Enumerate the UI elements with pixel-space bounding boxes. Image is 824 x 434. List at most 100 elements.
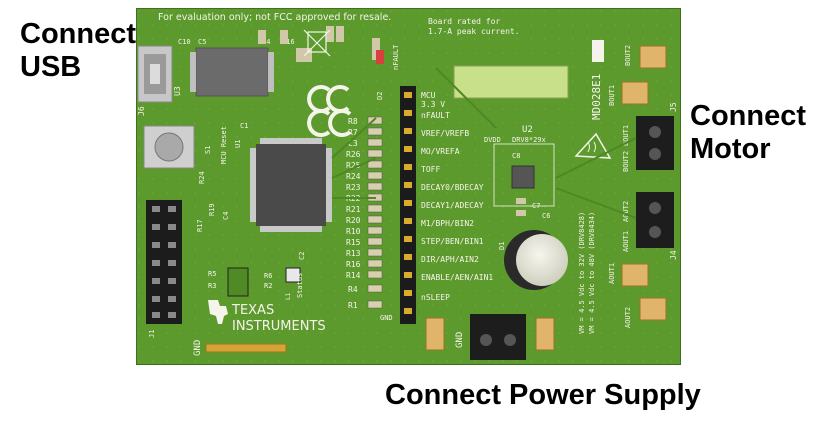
svg-text:AOUT1: AOUT1 [608, 263, 616, 284]
electrolytic-capacitor [504, 230, 568, 290]
hot-surface-warning-icon [574, 132, 612, 159]
mcu-reset-button [143, 125, 195, 169]
svg-text:M1/BPH/BIN2: M1/BPH/BIN2 [421, 219, 474, 228]
svg-text:R14: R14 [346, 271, 361, 280]
label-r17: R17 [196, 219, 204, 232]
usb-interface-chip [195, 47, 269, 97]
label-drv: DRV8*29x [512, 136, 546, 144]
svg-text:R15: R15 [346, 238, 361, 247]
label-u1: U1 [234, 140, 242, 148]
svg-text:BOUT2: BOUT2 [622, 151, 630, 172]
label-plate [453, 65, 569, 99]
label-r6: R6 [264, 272, 272, 280]
svg-text:ENABLE/AEN/AIN1: ENABLE/AEN/AIN1 [421, 273, 493, 282]
connect-power-supply-callout: Connect Power Supply [385, 379, 701, 411]
label-l1: C10 [178, 38, 191, 46]
svg-text:R23: R23 [346, 183, 361, 192]
svg-text:R7: R7 [348, 128, 358, 137]
label-j1: J1 [148, 330, 156, 338]
label-status: Status [296, 273, 304, 298]
label-j4: J4 [669, 250, 678, 260]
svg-text:R20: R20 [346, 216, 361, 225]
board-rating-line-1: Board rated for [428, 17, 500, 26]
svg-text:R13: R13 [346, 249, 361, 258]
microcontroller-chip [250, 138, 332, 232]
svg-text:R21: R21 [346, 205, 361, 214]
svg-text:VREF/VREFB: VREF/VREFB [421, 129, 469, 138]
label-dvdd: DVDD [484, 136, 501, 144]
label-c5: C4 [262, 38, 270, 46]
svg-text:R26: R26 [346, 150, 361, 159]
svg-text:R16: R16 [346, 260, 361, 269]
svg-text:3.3 V: 3.3 V [421, 100, 445, 109]
board-rating-line-2: 1.7-A peak current. [428, 27, 520, 36]
motor-terminal-block-top [636, 116, 674, 170]
label-r24-left: R24 [198, 171, 206, 184]
label-r19: R19 [208, 203, 216, 216]
header-signal-labels: MCU 3.3 V nFAULT VREF/VREFB MO/VREFA TOF… [421, 91, 493, 302]
texas-instruments-logo: TEXAS INSTRUMENTS [208, 300, 326, 334]
j1-pin-header [146, 200, 182, 324]
fault-led [376, 50, 384, 64]
logo-line-1: TEXAS [231, 303, 274, 318]
svg-text:R1: R1 [348, 301, 358, 310]
label-c4: C4 [222, 212, 230, 220]
svg-text:DECAY0/BDECAY: DECAY0/BDECAY [421, 183, 484, 192]
power-terminal-block [470, 314, 526, 360]
evaluation-board-photo: For evaluation only; not FCC approved fo… [136, 8, 681, 365]
svg-text:R4: R4 [348, 285, 358, 294]
ce-mark-lower-icon [307, 109, 352, 137]
label-c8: C8 [512, 152, 520, 160]
svg-text:R24: R24 [346, 172, 361, 181]
label-gnd-left: GND [193, 340, 203, 356]
svg-text:nSLEEP: nSLEEP [421, 293, 450, 302]
label-s1: S1 [204, 146, 212, 154]
status-led [285, 267, 301, 283]
motor-output-labels: BOUT2 BOUT1 BOUT1 BOUT2 AOUT2 AOUT1 AOUT… [608, 45, 632, 328]
usb-connector [137, 45, 173, 103]
label-c7: C7 [532, 202, 540, 210]
label-u3: U3 [173, 86, 182, 96]
label-c6: C6 [542, 212, 550, 220]
label-gnd-header: GND [380, 314, 393, 322]
vm-spec-line-1: VM = 4.5 Vdc to 32V (DRV8428) [578, 212, 586, 334]
motor-driver-chip [511, 165, 535, 189]
connect-usb-callout: Connect USB [20, 18, 136, 85]
weee-bin-icon [303, 29, 331, 57]
motor-terminal-block-bottom [636, 192, 674, 248]
svg-text:R8: R8 [348, 117, 358, 126]
vm-spec-line-2: VM = 4.5 Vdc to 48V (DRV8434) [588, 212, 596, 334]
label-gnd-power: GND [455, 332, 465, 348]
svg-text:AOUT2: AOUT2 [622, 201, 630, 222]
label-c2: C2 [298, 252, 306, 260]
svg-text:C3: C3 [348, 139, 358, 148]
label-c16: C16 [282, 38, 295, 46]
label-r5: R5 [208, 270, 216, 278]
connect-motor-line-2: Motor [690, 133, 771, 166]
label-j5: J5 [669, 102, 678, 112]
svg-text:nFAULT: nFAULT [421, 111, 450, 120]
label-mcu-reset: MCU Reset [220, 126, 228, 164]
svg-text:DIR/APH/AIN2: DIR/APH/AIN2 [421, 255, 479, 264]
svg-text:BOUT1: BOUT1 [622, 125, 630, 146]
svg-text:BOUT2: BOUT2 [624, 45, 632, 66]
svg-text:TOFF: TOFF [421, 165, 440, 174]
svg-text:MCU: MCU [421, 91, 436, 100]
label-r2: R2 [264, 282, 272, 290]
svg-text:R10: R10 [346, 227, 361, 236]
svg-text:STEP/BEN/BIN1: STEP/BEN/BIN1 [421, 237, 484, 246]
part-number: MD028E1 [590, 74, 603, 120]
label-nfault-led: nFAULT [392, 44, 400, 70]
label-r3: R3 [208, 282, 216, 290]
connect-usb-line-2: USB [20, 51, 82, 84]
signal-pin-header [400, 86, 416, 324]
svg-text:BOUT1: BOUT1 [608, 85, 616, 106]
gnd-test-post [205, 343, 287, 353]
svg-text:AOUT1: AOUT1 [622, 231, 630, 252]
svg-text:AOUT2: AOUT2 [624, 307, 632, 328]
label-c1: C1 [240, 122, 248, 130]
label-d1: L1 [285, 292, 292, 300]
svg-text:DECAY1/ADECAY: DECAY1/ADECAY [421, 201, 484, 210]
logo-line-2: INSTRUMENTS [232, 319, 326, 334]
svg-text:MO/VREFA: MO/VREFA [421, 147, 460, 156]
